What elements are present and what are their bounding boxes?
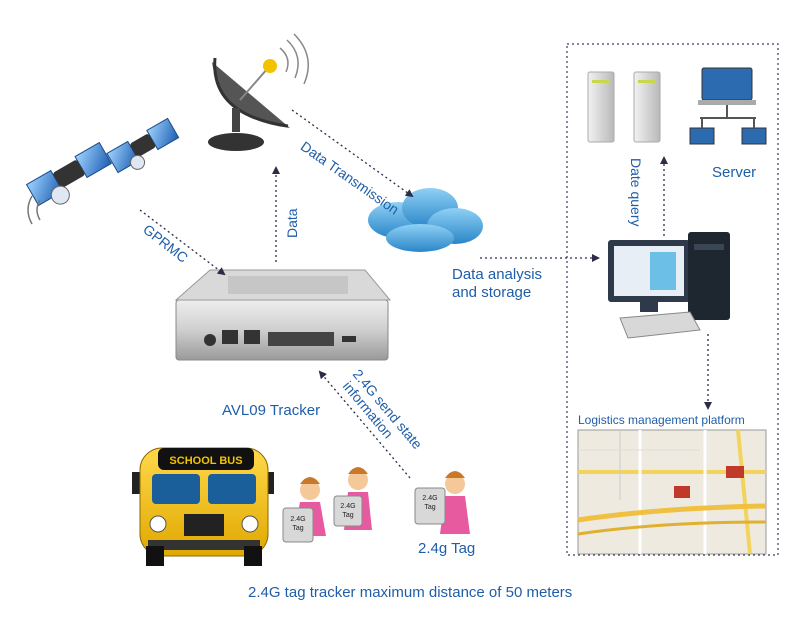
label-data-analysis-1: Data analysis: [452, 266, 543, 283]
footer-caption: 2.4G tag tracker maximum distance of 50 …: [248, 584, 573, 601]
svg-text:Tag: Tag: [292, 525, 303, 532]
svg-text:Tag: Tag: [342, 512, 353, 519]
school-bus-icon: SCHOOL BUS: [132, 447, 274, 566]
logistics-map: [577, 429, 767, 555]
tag-card: 2.4G Tag: [414, 487, 446, 525]
svg-text:2.4G: 2.4G: [290, 516, 305, 523]
svg-text:Tag: Tag: [424, 504, 435, 511]
server-region-frame: [566, 43, 779, 556]
tag-card: 2.4G Tag: [282, 507, 314, 543]
label-server: Server: [712, 164, 757, 181]
label-tag: 2.4g Tag: [418, 540, 476, 557]
label-data-analysis-2: and storage: [452, 284, 532, 301]
label-data: Data: [284, 208, 300, 238]
cloud-icon: [368, 188, 483, 252]
server-rack-icon: [587, 71, 661, 143]
label-date-query: Date query: [628, 158, 644, 227]
label-tracker: AVL09 Tracker: [222, 402, 321, 419]
network-computers-icon: [689, 67, 767, 145]
satellite-icon: [25, 117, 180, 225]
svg-text:2.4G: 2.4G: [340, 503, 355, 510]
desktop-computer-icon: [608, 232, 730, 339]
label-logistics: Logistics management platform: [578, 413, 745, 427]
tag-card: 2.4G Tag: [333, 495, 363, 527]
avl09-tracker-device: [174, 269, 392, 361]
svg-text:2.4G: 2.4G: [422, 495, 437, 502]
connector-arrows: [139, 109, 712, 479]
bus-sign: SCHOOL BUS: [169, 455, 242, 467]
satellite-dish-icon: [208, 33, 309, 151]
